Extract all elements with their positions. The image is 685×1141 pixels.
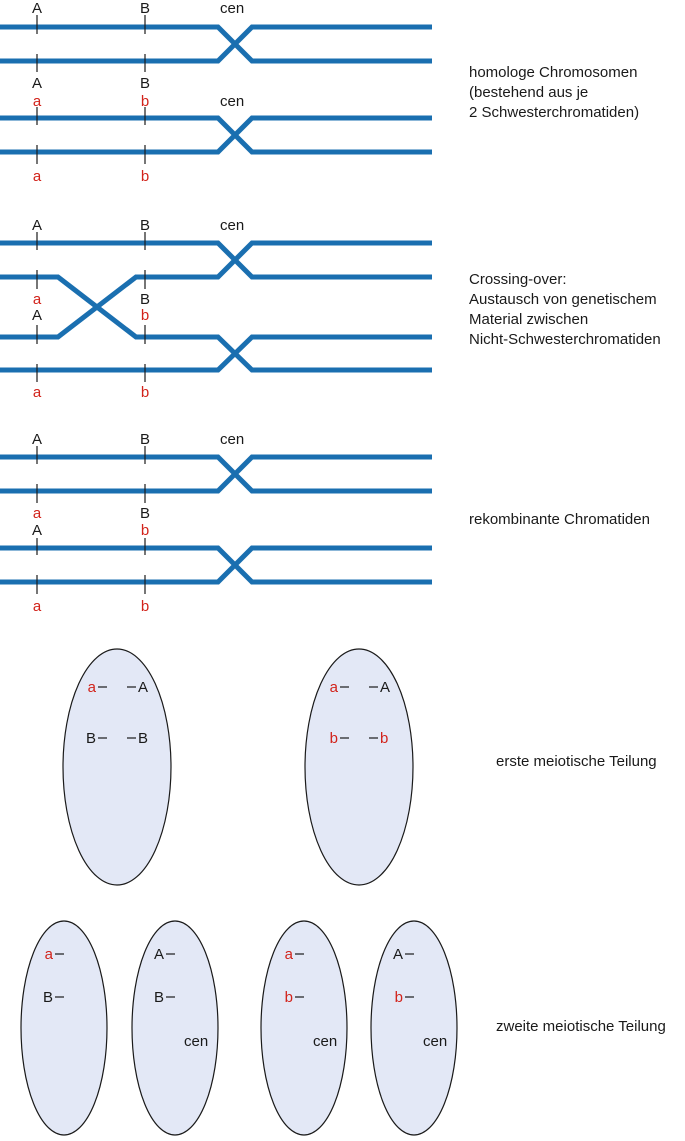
stage2-crossing-chromatid-a	[0, 274, 432, 373]
stage2-allele-top-0: A	[32, 217, 42, 234]
meiosis2-cell-0	[20, 920, 108, 1136]
stage1-allele-ml-0: a	[33, 93, 42, 110]
meiosis1-right-allele-l0: a	[330, 679, 339, 696]
meiosis1-right-allele-r0: A	[380, 679, 390, 696]
stage2-allele-ml-1: b	[141, 307, 149, 324]
stage2-allele-bot-1: b	[141, 384, 149, 401]
stage3-lower-chromatid-2	[0, 545, 432, 585]
meiosis2-cell-1-allele-0: A	[154, 946, 164, 963]
meiosis1-right-allele-r1: b	[380, 730, 388, 747]
caption-crossing-line4: Nicht-Schwesterchromatiden	[469, 331, 661, 348]
stage1-allele-ml-1: b	[141, 93, 149, 110]
meiosis1-left-allele-r0: A	[138, 679, 148, 696]
stage3-cen-label: cen	[220, 431, 244, 448]
stage1-lower-chromatid-2	[0, 115, 432, 155]
stage1-cen-label-2: cen	[220, 93, 244, 110]
stage2-top-chromatid-1	[0, 240, 432, 280]
label-layer: AAaaBBbbcencenAaAaBBbbcenAaAaBBbbcenaBAB…	[32, 0, 447, 1050]
meiosis2-cell-1-allele-1: B	[154, 989, 164, 1006]
meiosis2-cell-2-allele-1: b	[285, 989, 293, 1006]
meiosis2-cell-0-allele-0: a	[45, 946, 54, 963]
stage1-upper-chromatid-1	[0, 24, 432, 64]
stage1-allele-top-0: A	[32, 0, 42, 17]
stage3-allele-top-0: A	[32, 431, 42, 448]
stage1-allele-bot-1: b	[141, 168, 149, 185]
stage2-cen-label: cen	[220, 217, 244, 234]
stage3-allele-mu-1: B	[140, 505, 150, 522]
stage1-allele-mu-1: B	[140, 75, 150, 92]
stage2-allele-mu-1: B	[140, 291, 150, 308]
meiosis1-right-cell	[304, 648, 414, 886]
meiosis2-cell-3-allele-1: b	[395, 989, 403, 1006]
meiosis2-cell-3	[370, 920, 458, 1136]
stage2-allele-top-1: B	[140, 217, 150, 234]
stage1-upper-chromatid-2	[0, 24, 432, 64]
stage2-allele-mu-0: a	[33, 291, 42, 308]
meiosis2-cell-0-allele-1: B	[43, 989, 53, 1006]
stage3-upper-chromatid-2	[0, 454, 432, 494]
meiosis1-left-allele-l0: a	[88, 679, 97, 696]
stage3-allele-bot-0: a	[33, 598, 42, 615]
caption-homologe-line3: 2 Schwesterchromatiden)	[469, 104, 640, 121]
stage3-allele-ml-0: A	[32, 522, 42, 539]
cell-layer	[20, 648, 458, 1136]
stage1-allele-top-1: B	[140, 0, 150, 17]
meiosis2-cell-2-allele-0: a	[285, 946, 294, 963]
meiosis1-left-allele-r1: B	[138, 730, 148, 747]
meiosis2-cell-3-allele-0: A	[393, 946, 403, 963]
caption-crossing-line3: Material zwischen	[469, 311, 589, 328]
meiosis1-right-allele-l1: b	[330, 730, 338, 747]
meiosis2-cell-2	[260, 920, 348, 1136]
stage1-lower-chromatid-1	[0, 115, 432, 155]
meiosis2-cell-2-cen-label: cen	[313, 1033, 337, 1050]
stage2-crossing-chromatid-b	[0, 240, 432, 340]
stage3-allele-mu-0: a	[33, 505, 42, 522]
meiosis1-left-cell	[62, 648, 172, 886]
caption-zweite-teilung: zweite meiotische Teilung	[496, 1018, 666, 1035]
stage1-allele-mu-0: A	[32, 75, 42, 92]
stage2-bottom-chromatid-2	[0, 334, 432, 373]
stage1-allele-bot-0: a	[33, 168, 42, 185]
caption-crossing-line1: Crossing-over:	[469, 271, 567, 288]
stage3-allele-top-1: B	[140, 431, 150, 448]
caption-crossing-line2: Austausch von genetischem	[469, 291, 657, 308]
meiosis1-left-allele-l1: B	[86, 730, 96, 747]
caption-homologe-line2: (bestehend aus je	[469, 84, 589, 101]
stage2-allele-bot-0: a	[33, 384, 42, 401]
stage1-cen-label-1: cen	[220, 0, 244, 17]
caption-erste-teilung: erste meiotische Teilung	[496, 753, 657, 770]
caption-homologe-line1: homologe Chromosomen	[469, 64, 638, 81]
caption-rekombinant: rekombinante Chromatiden	[469, 511, 650, 528]
meiosis2-cell-3-cen-label: cen	[423, 1033, 447, 1050]
stage3-allele-ml-1: b	[141, 522, 149, 539]
stage3-allele-bot-1: b	[141, 598, 149, 615]
stage3-lower-chromatid-1	[0, 545, 432, 585]
meiosis2-cell-1-cen-label: cen	[184, 1033, 208, 1050]
stage2-allele-ml-0: A	[32, 307, 42, 324]
meiosis2-cell-1	[131, 920, 219, 1136]
stage3-upper-chromatid-1	[0, 454, 432, 494]
